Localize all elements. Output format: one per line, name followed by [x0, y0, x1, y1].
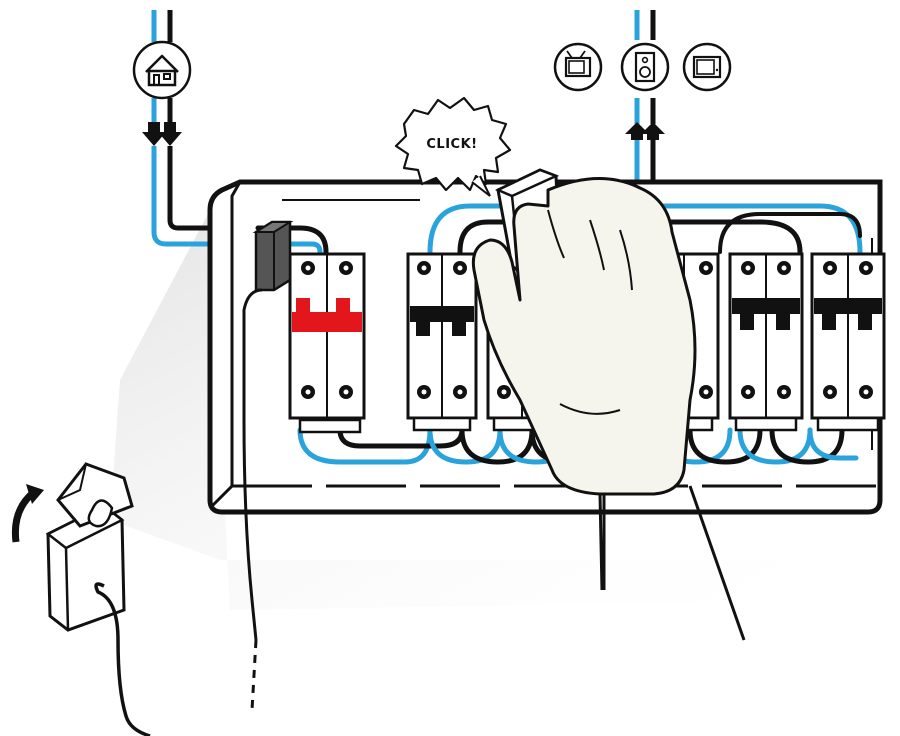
tv-icon — [553, 42, 603, 92]
load-feed — [553, 10, 732, 190]
monitor-icon — [682, 42, 732, 92]
up-arrow-icon — [625, 122, 665, 140]
down-arrow-icon — [142, 122, 182, 146]
open-sensor-detail — [11, 462, 151, 736]
house-icon — [132, 40, 192, 100]
breaker-5 — [728, 252, 804, 432]
click-callout-text: CLICK! — [426, 137, 477, 152]
breaker-1 — [406, 252, 478, 432]
speaker-icon — [620, 42, 670, 92]
breaker-6 — [810, 252, 886, 432]
panel-shadow — [110, 210, 880, 610]
supply-feed — [132, 10, 258, 247]
rotate-arrow-icon — [11, 484, 44, 543]
gloved-hand — [471, 177, 746, 641]
installed-clamp-sensor — [242, 220, 294, 711]
main-breaker — [288, 252, 366, 434]
click-callout: CLICK! — [394, 96, 512, 197]
